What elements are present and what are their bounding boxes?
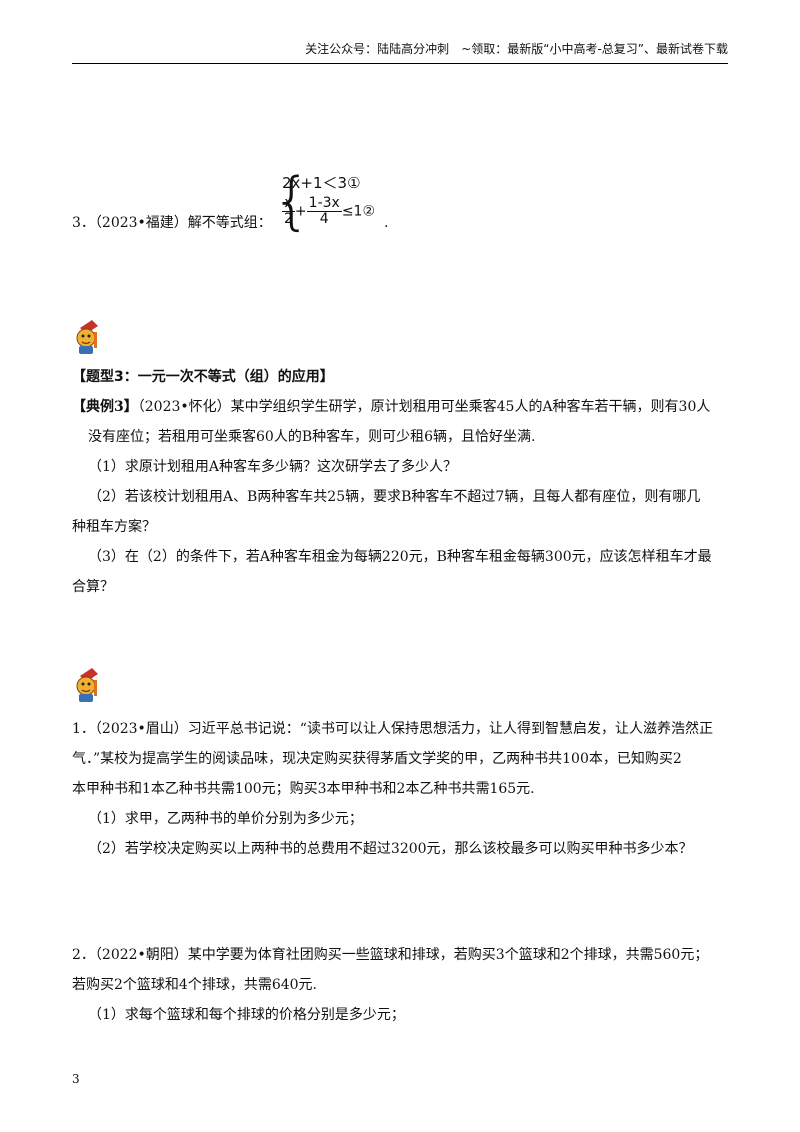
inequality-2-rest: ≤1② — [341, 203, 376, 220]
fraction-denominator: 4 — [319, 211, 329, 227]
inequality-1: 2x+1＜3① — [282, 174, 361, 192]
example-3-line-2: 没有座位；若租用可坐乘客60人的B种客车，则可少租6辆，且恰好坐满. — [88, 429, 536, 445]
fraction-numerator: 1-3x — [306, 195, 342, 212]
exercise-2: 2．（2022•朝阳）某中学要为体育社团购买一些篮球和排球，若购买3个篮球和2个… — [72, 940, 728, 1030]
cartoon-pencil-mascot-icon — [76, 320, 98, 354]
exercise-1-part-1: （1）求甲，乙两种书的单价分别为多少元； — [88, 811, 363, 827]
question-3-label: 3．（2023•福建）解不等式组： — [72, 215, 272, 231]
exercise-1-line-2: 气．”某校为提高学生的阅读品味，现决定购买获得茅盾文学奖的甲，乙两种书共100本… — [72, 751, 682, 767]
exercise-2-part-1: （1）求每个篮球和每个排球的价格分别是多少元； — [88, 1007, 405, 1023]
example-3-part-3-line-1: （3）在（2）的条件下，若A种客车租金为每辆220元，B种客车租金每辆300元，… — [88, 549, 712, 565]
exercise-2-line-1: 2．（2022•朝阳）某中学要为体育社团购买一些篮球和排球，若购买3个篮球和2个… — [72, 947, 709, 963]
example-3-part-1: （1）求原计划租用A种客车多少辆？这次研学去了多少人？ — [88, 459, 458, 475]
example-3-part-2-line-1: （2）若该校计划租用A、B两种客车共25辆，要求B种客车不超过7辆，且每人都有座… — [88, 489, 701, 505]
fraction-1-3x-over-4: 1-3x 4 — [306, 195, 342, 227]
page-header: 关注公众号：陆陆高分冲刺 ~领取：最新版“小中高考-总复习”、最新试卷下载 — [72, 40, 728, 64]
example-3-tag: 【典例3】 — [72, 399, 138, 415]
example-3-line-1: 【典例3】（2023•怀化）某中学组织学生研学，原计划租用可坐乘客45人的A种客… — [72, 392, 728, 422]
fraction-denominator: 2 — [284, 211, 293, 227]
exercise-1-line-1: 1．（2023•眉山）习近平总书记说：“读书可以让人保持思想活力，让人得到智慧启… — [72, 721, 713, 737]
inequality-2: x 2 + 1-3x 4 ≤1② — [282, 196, 375, 227]
example-3-part-3-line-2: 合算？ — [72, 579, 114, 595]
exercise-1-line-3: 本甲种书和1本乙种书共需100元；购买3本甲种书和2本乙种书共需165元. — [72, 781, 535, 797]
exercise-1: 1．（2023•眉山）习近平总书记说：“读书可以让人保持思想活力，让人得到智慧启… — [72, 714, 728, 864]
left-brace: { — [272, 164, 312, 237]
example-3-text: （2023•怀化）某中学组织学生研学，原计划租用可坐乘客45人的A种客车若干辆，… — [137, 399, 711, 415]
plus-sign: + — [294, 203, 307, 220]
type-3-section: 【题型3：一元一次不等式（组）的应用】 【典例3】（2023•怀化）某中学组织学… — [72, 362, 728, 602]
period: . — [384, 215, 389, 231]
fraction-numerator: x — [282, 196, 295, 212]
exercise-2-line-2: 若购买2个篮球和4个排球，共需640元. — [72, 977, 317, 993]
cartoon-pencil-mascot-icon — [76, 668, 98, 702]
page-number: 3 — [72, 1072, 80, 1086]
exercise-1-part-2: （2）若学校决定购买以上两种书的总费用不超过3200元，那么该校最多可以购买甲种… — [88, 841, 693, 857]
question-3: 3．（2023•福建）解不等式组： { 2x+1＜3① x 2 + 1-3x 4… — [72, 168, 728, 248]
example-3-part-2-line-2: 种租车方案？ — [72, 519, 156, 535]
type-3-heading: 【题型3：一元一次不等式（组）的应用】 — [72, 369, 334, 385]
fraction-x-over-2: x 2 — [282, 196, 295, 227]
